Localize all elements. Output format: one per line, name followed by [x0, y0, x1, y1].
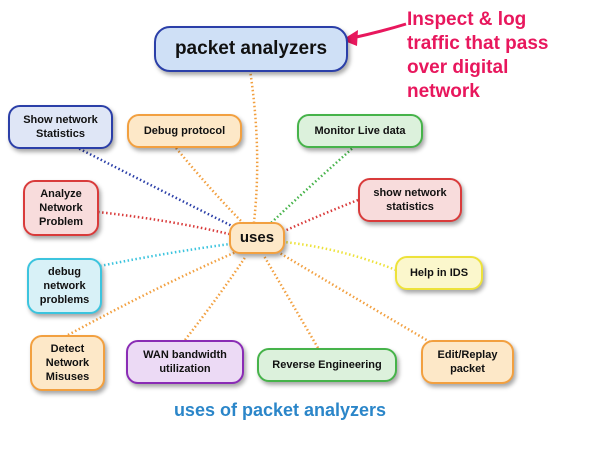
node-label: Debug protocol: [143, 124, 226, 137]
node-label: Help in IDS: [409, 266, 469, 279]
node-debug-protocol: Debug protocol: [127, 114, 242, 148]
node-detect-network-misuses: Detect Network Misuses: [30, 335, 105, 391]
node-monitor-live-data: Monitor Live data: [297, 114, 423, 148]
connector-detect-network-misuses: [67, 250, 237, 337]
node-show-network-statistics-right: show network statistics: [358, 178, 462, 222]
node-reverse-engineering: Reverse Engineering: [257, 348, 397, 382]
node-label: WAN bandwidth utilization: [143, 348, 227, 375]
connector-monitor-live-data: [267, 145, 356, 227]
node-label: Edit/Replay packet: [437, 348, 498, 375]
connector-analyze-network-problem: [97, 210, 230, 236]
node-label: show network statistics: [373, 186, 447, 213]
connector-edit-replay-packet: [277, 250, 431, 344]
connector-title: [248, 69, 259, 223]
node-wan-bandwidth-utilization: WAN bandwidth utilization: [126, 340, 244, 384]
node-label: Reverse Engineering: [272, 358, 382, 371]
hub-node: uses: [229, 222, 285, 254]
callout-text: Inspect & log traffic that pass over dig…: [407, 9, 549, 102]
title-label: packet analyzers: [174, 37, 328, 59]
node-label: Monitor Live data: [314, 124, 406, 137]
connector-show-network-statistics-right: [281, 198, 359, 234]
node-label: Detect Network Misuses: [45, 342, 90, 384]
node-show-network-statistics-left: Show network Statistics: [8, 105, 113, 149]
node-label: debug network problems: [39, 265, 90, 307]
callout-arrow: [351, 22, 407, 40]
connector-help-in-ids: [283, 240, 397, 272]
title-node: packet analyzers: [154, 26, 348, 72]
node-help-in-ids: Help in IDS: [395, 256, 483, 290]
hub-label: uses: [239, 229, 275, 247]
callout-arrowhead: [342, 30, 358, 46]
node-label: Analyze Network Problem: [38, 187, 83, 229]
node-label: Show network Statistics: [23, 113, 98, 140]
node-debug-network-problems: debug network problems: [27, 258, 102, 314]
connector-reverse-engineering: [262, 255, 320, 349]
diagram-caption: uses of packet analyzers: [173, 400, 387, 420]
connector-wan-bandwidth-utilization: [184, 255, 248, 341]
node-analyze-network-problem: Analyze Network Problem: [23, 180, 99, 236]
node-edit-replay-packet: Edit/Replay packet: [421, 340, 514, 384]
connector-debug-protocol: [175, 147, 245, 225]
connector-debug-network-problems: [99, 242, 231, 268]
